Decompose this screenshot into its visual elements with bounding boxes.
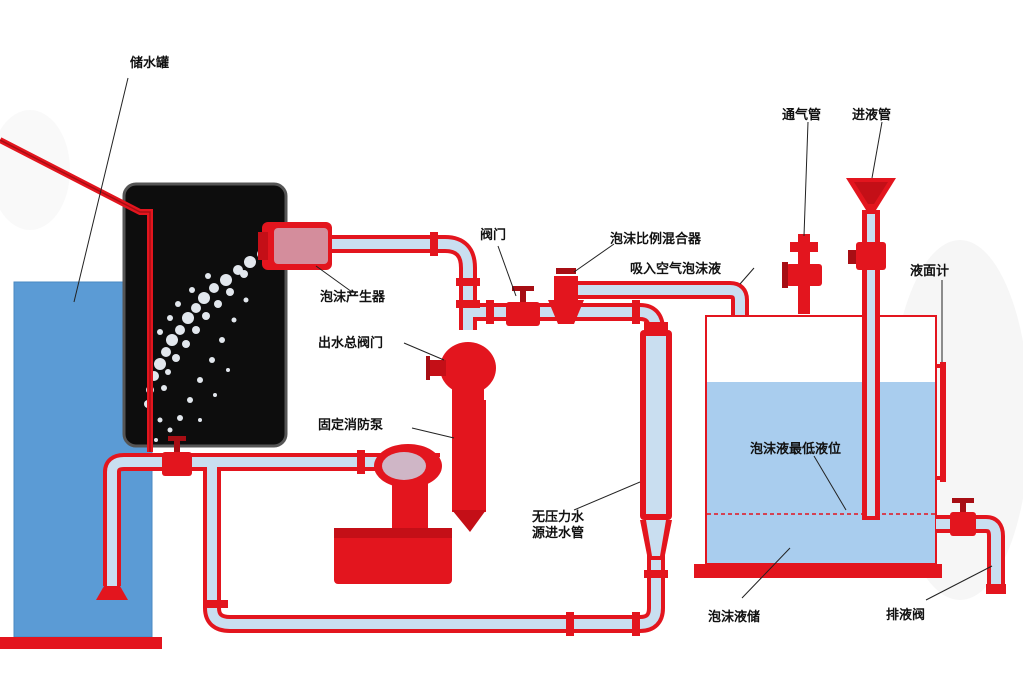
tank-overflow-pipe — [0, 137, 153, 452]
pressureless-inlet-label: 无压力水 源进水管 — [532, 510, 602, 542]
pressureless-inlet-label-line2: 源进水管 — [532, 526, 585, 541]
valve-label: 阀门 — [480, 228, 507, 243]
water-tank-label: 储水罐 — [130, 56, 170, 71]
fill-pipe — [846, 178, 896, 520]
gate-valve — [506, 286, 540, 326]
min-level-label: 泡沫液最低液位 — [750, 442, 842, 457]
foam-suction-label: 吸入空气泡沫液 — [630, 262, 722, 277]
pressureless-inlet-label-line1: 无压力水 — [532, 510, 585, 525]
level-gauge — [936, 362, 946, 482]
pipe-network — [96, 235, 749, 633]
main-outlet-valve — [426, 342, 496, 404]
level-gauge-label: 液面计 — [910, 264, 950, 279]
fixed-fire-pump-label: 固定消防泵 — [318, 418, 384, 433]
drain-valve-label: 排液阀 — [886, 608, 926, 623]
leader-lines — [73, 77, 993, 601]
foam-generator-label: 泡沫产生器 — [320, 290, 386, 305]
fixed-fire-pump — [334, 400, 486, 584]
foam-tank-label: 泡沫液储 — [708, 610, 761, 625]
foam-liquid-tank — [694, 315, 942, 578]
vent-pipe-label: 通气管 — [782, 108, 822, 123]
foam-generator — [258, 222, 332, 270]
suction-valve — [162, 436, 192, 476]
drain-valve — [936, 498, 1006, 594]
foam-proportioner-label: 泡沫比例混合器 — [610, 232, 702, 247]
main-outlet-valve-label: 出水总阀门 — [318, 336, 384, 351]
fill-pipe-label: 进液管 — [852, 108, 892, 123]
pipe-flanges — [204, 232, 752, 636]
pressureless-inlet-tube — [640, 330, 672, 560]
foam-proportioner — [548, 268, 584, 324]
vent-pipe — [782, 234, 822, 314]
